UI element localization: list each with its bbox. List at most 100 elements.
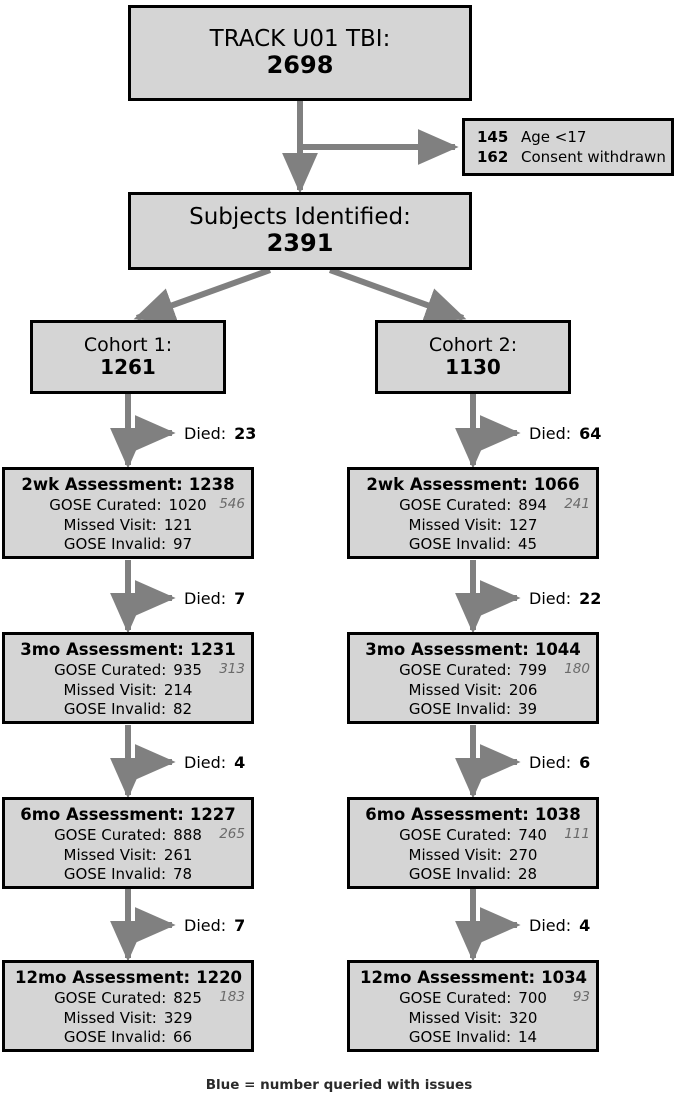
- row-gose-curated: GOSE Curated: 894 241: [360, 496, 590, 515]
- row-label: GOSE Curated:: [49, 496, 162, 515]
- row-gose-invalid: GOSE Invalid: 66: [15, 1028, 241, 1047]
- row-label: GOSE Curated:: [54, 826, 167, 845]
- row-gose-invalid: GOSE Invalid: 97: [15, 535, 241, 554]
- node-track-title: TRACK U01 TBI:: [209, 25, 391, 52]
- assessment-title: 3mo Assessment:: [20, 640, 184, 659]
- row-label: GOSE Invalid:: [408, 699, 511, 718]
- row-value: 78: [173, 864, 193, 883]
- node-cohort-2-title: Cohort 2:: [428, 333, 518, 356]
- row-gose-curated: GOSE Curated: 825 183: [15, 989, 245, 1008]
- row-value: 206: [508, 680, 538, 699]
- row-gose-curated: GOSE Curated: 700 93: [360, 989, 590, 1008]
- died-label-cohort1-12mo: Died: 7: [184, 918, 245, 934]
- row-queried-value: 93: [572, 989, 590, 1006]
- node-cohort-2-count: 1130: [445, 355, 501, 380]
- row-value: 45: [518, 534, 538, 553]
- assessment-header: 3mo Assessment:1231: [15, 639, 241, 660]
- died-text: Died:: [529, 916, 572, 935]
- row-queried-value: 546: [219, 496, 245, 513]
- row-missed-visit: Missed Visit: 320: [360, 1009, 586, 1028]
- assessment-header: 6mo Assessment: 1227: [15, 804, 241, 825]
- died-text: Died:: [184, 424, 227, 443]
- assessment-header: 2wk Assessment:1238: [15, 474, 241, 495]
- node-cohort-2: Cohort 2: 1130: [375, 320, 571, 394]
- row-value: 935: [173, 661, 202, 680]
- died-label-cohort2-6mo: Died:6: [529, 755, 590, 771]
- assessment-total: 1220: [196, 968, 243, 987]
- row-missed-visit: Missed Visit: 261: [15, 846, 241, 865]
- assessment-title: 6mo Assessment:: [20, 805, 184, 824]
- node-cohort1-12mo-assessment: 12mo Assessment: 1220 GOSE Curated: 825 1…: [2, 960, 254, 1052]
- row-value: 66: [173, 1027, 193, 1046]
- row-gose-invalid: GOSE Invalid: 14: [360, 1028, 586, 1047]
- row-value: 799: [518, 661, 547, 680]
- row-label: Missed Visit:: [63, 515, 157, 534]
- row-label: GOSE Curated:: [54, 661, 167, 680]
- assessment-total: 1066: [533, 475, 580, 494]
- row-queried-value: 111: [564, 826, 590, 843]
- node-track-u01-tbi: TRACK U01 TBI: 2698: [128, 5, 472, 101]
- died-text: Died:: [184, 753, 227, 772]
- node-subjects-identified-title: Subjects Identified:: [189, 203, 411, 230]
- row-value: 700: [518, 989, 547, 1008]
- row-value: 740: [518, 826, 547, 845]
- row-missed-visit: Missed Visit: 270: [360, 846, 586, 865]
- assessment-title: 6mo Assessment:: [365, 805, 529, 824]
- died-label-cohort1-3mo: Died:7: [184, 591, 245, 607]
- assessment-header: 6mo Assessment: 1038: [360, 804, 586, 825]
- row-label: GOSE Curated:: [54, 989, 167, 1008]
- assessment-header: 2wk Assessment:1066: [360, 474, 586, 495]
- assessment-header: 12mo Assessment:1034: [360, 967, 588, 988]
- node-cohort2-12mo-assessment: 12mo Assessment:1034 GOSE Curated: 700 9…: [347, 960, 599, 1052]
- row-label: GOSE Invalid:: [408, 864, 511, 883]
- row-value: 121: [163, 515, 193, 534]
- row-label: Missed Visit:: [408, 1008, 502, 1027]
- assessment-title: 12mo Assessment:: [15, 968, 191, 987]
- row-label: GOSE Invalid:: [63, 699, 166, 718]
- row-missed-visit: Missed Visit: 121: [15, 516, 241, 535]
- row-queried-value: 241: [564, 496, 590, 513]
- row-label: GOSE Curated:: [399, 661, 512, 680]
- row-value: 888: [173, 826, 202, 845]
- died-text: Died:: [529, 424, 572, 443]
- row-label: Missed Visit:: [408, 680, 502, 699]
- row-value: 261: [163, 845, 193, 864]
- node-cohort1-6mo-assessment: 6mo Assessment: 1227 GOSE Curated: 888 26…: [2, 797, 254, 889]
- row-value: 320: [508, 1008, 538, 1027]
- assessment-total: 1038: [534, 805, 581, 824]
- node-cohort-1-count: 1261: [100, 355, 156, 380]
- row-gose-invalid: GOSE Invalid: 39: [360, 700, 586, 719]
- row-label: GOSE Invalid:: [63, 864, 166, 883]
- row-value: 825: [173, 989, 202, 1008]
- row-queried-value: 313: [219, 661, 245, 678]
- died-text: Died:: [184, 916, 227, 935]
- died-text: Died:: [529, 589, 572, 608]
- node-cohort-1-title: Cohort 1:: [83, 333, 173, 356]
- row-value: 270: [508, 845, 538, 864]
- died-label-cohort2-2wk: Died:64: [529, 426, 601, 442]
- died-count: 7: [234, 589, 246, 608]
- node-exclusions: 145 Age <17 162 Consent withdrawn: [462, 118, 674, 176]
- node-cohort-1: Cohort 1: 1261: [30, 320, 226, 394]
- assessment-total: 1034: [541, 968, 588, 987]
- exclusion-row: 162 Consent withdrawn: [477, 147, 666, 167]
- row-gose-curated: GOSE Curated: 1020 546: [15, 496, 245, 515]
- row-gose-invalid: GOSE Invalid: 78: [15, 865, 241, 884]
- assessment-total: 1238: [188, 475, 235, 494]
- assessment-header: 12mo Assessment: 1220: [15, 967, 243, 988]
- row-value: 97: [173, 534, 193, 553]
- assessment-header: 3mo Assessment:1044: [360, 639, 586, 660]
- died-count: 7: [234, 916, 246, 935]
- died-label-cohort2-3mo: Died: 22: [529, 591, 601, 607]
- row-value: 1020: [168, 496, 207, 515]
- row-label: GOSE Curated:: [399, 496, 512, 515]
- row-queried-value: 183: [219, 989, 245, 1006]
- assessment-total: 1227: [189, 805, 236, 824]
- row-missed-visit: Missed Visit: 329: [15, 1009, 241, 1028]
- row-gose-invalid: GOSE Invalid: 28: [360, 865, 586, 884]
- row-label: Missed Visit:: [63, 1008, 157, 1027]
- died-text: Died:: [529, 753, 572, 772]
- died-count: 22: [579, 589, 602, 608]
- row-value: 329: [163, 1008, 193, 1027]
